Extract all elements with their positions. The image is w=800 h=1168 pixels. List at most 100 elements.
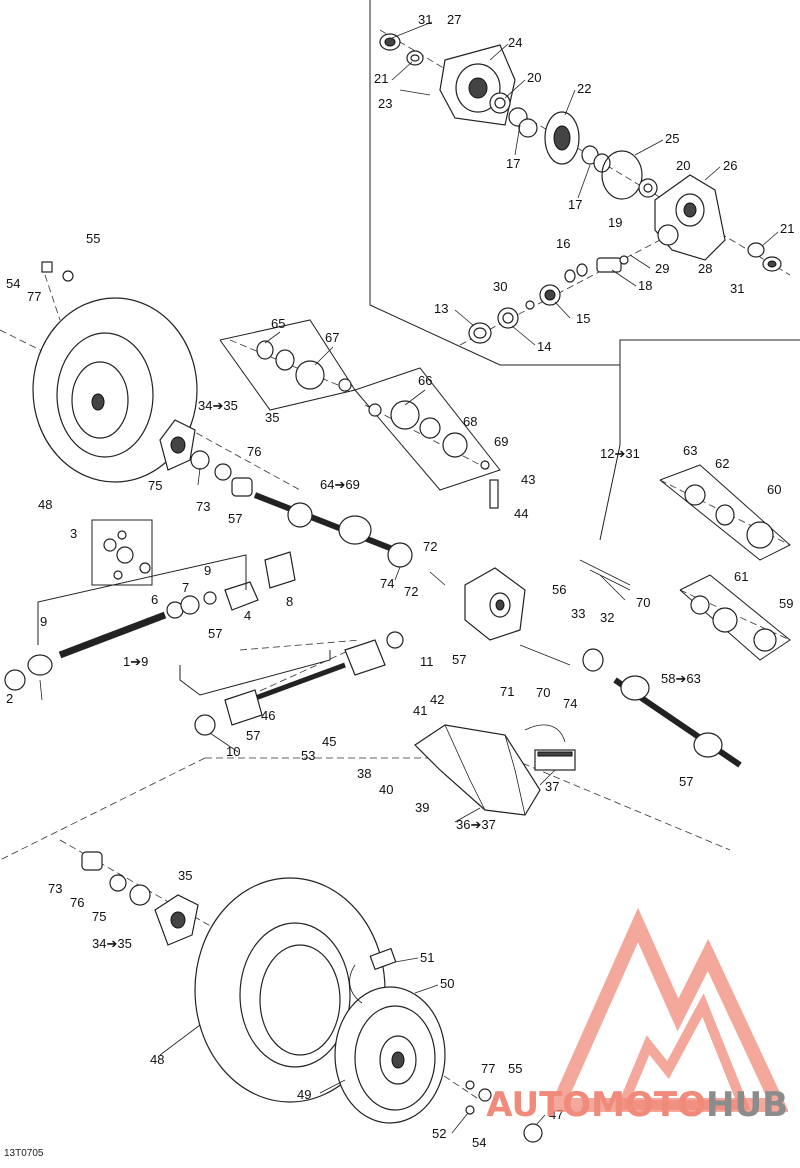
seal-14 (497, 307, 519, 329)
label-71: 71 (500, 684, 514, 699)
label-57-kit: 57 (246, 728, 260, 743)
label-57-right: 57 (679, 774, 693, 789)
bolt-70a-2 (589, 569, 631, 591)
driveshaft-bracket (37, 554, 247, 645)
label-57-gearbox: 57 (452, 652, 466, 667)
upper-hub-ring (190, 450, 232, 481)
label-49: 49 (297, 1087, 311, 1102)
cv-kit-box-upper (219, 319, 501, 491)
label-4: 4 (244, 608, 251, 623)
bearing (406, 50, 424, 66)
label-44: 44 (514, 506, 528, 521)
label-51: 51 (420, 950, 434, 965)
label-22: 22 (577, 81, 591, 96)
ring-30 (525, 300, 535, 310)
pinion-gear (596, 255, 629, 273)
label-39: 39 (415, 800, 429, 815)
label-70: 70 (636, 595, 650, 610)
label-3: 3 (70, 526, 77, 541)
label-8: 8 (286, 594, 293, 609)
label-53: 53 (301, 748, 315, 763)
label-6: 6 (151, 592, 158, 607)
rear-driveshaft (194, 631, 404, 736)
label-18: 18 (638, 278, 652, 293)
label-9: 9 (204, 563, 211, 578)
lower-hub-parts (81, 851, 199, 946)
label-34-35: 34➔35 (198, 398, 238, 413)
label-69: 69 (494, 434, 508, 449)
label-21: 21 (374, 71, 388, 86)
label-21-right: 21 (780, 221, 794, 236)
label-27: 27 (447, 12, 461, 27)
label-33: 33 (571, 606, 585, 621)
label-28: 28 (698, 261, 712, 276)
leader-lines (39, 21, 779, 1134)
label-75-lower: 75 (92, 909, 106, 924)
upper-hub (159, 419, 196, 471)
part-labels: 31 27 24 21 20 23 22 17 25 20 26 17 19 2… (6, 12, 794, 1150)
label-56: 56 (552, 582, 566, 597)
label-65: 65 (271, 316, 285, 331)
label-29: 29 (655, 261, 669, 276)
oil-seal (379, 33, 401, 51)
bearing-15 (539, 284, 561, 306)
drawing-code: 13T0705 (4, 1148, 44, 1159)
o-ring (601, 150, 643, 200)
label-76: 76 (247, 444, 261, 459)
lower-rim (334, 986, 446, 1124)
bolt-70b (519, 644, 571, 666)
shim-lower (581, 145, 611, 173)
label-63: 63 (683, 443, 697, 458)
label-15: 15 (576, 311, 590, 326)
lower-wheel-hardware (465, 1080, 543, 1143)
inset-lead-line-2 (599, 444, 621, 541)
label-60: 60 (767, 482, 781, 497)
label-54-lower: 54 (472, 1135, 486, 1150)
label-35: 35 (265, 410, 279, 425)
label-37: 37 (545, 779, 559, 794)
label-73-lower: 73 (48, 881, 62, 896)
label-25: 25 (665, 131, 679, 146)
seal-74-lower (582, 648, 604, 672)
lower-frame-left (0, 757, 206, 861)
right-cv-parts (684, 484, 777, 652)
label-41: 41 (413, 703, 427, 718)
label-46: 46 (261, 708, 275, 723)
label-38: 38 (357, 766, 371, 781)
label-40: 40 (379, 782, 393, 797)
label-59: 59 (779, 596, 793, 611)
decal-arrow (524, 724, 566, 743)
upper-wheel-tire (32, 297, 198, 483)
label-52: 52 (432, 1126, 446, 1141)
watermark-logo (547, 907, 788, 1112)
label-16: 16 (556, 236, 570, 251)
label-58-63: 58➔63 (661, 671, 701, 686)
label-72: 72 (423, 539, 437, 554)
label-19: 19 (608, 215, 622, 230)
rim-arrow (349, 964, 363, 1004)
label-24: 24 (508, 35, 522, 50)
label-20: 20 (527, 70, 541, 85)
label-76-lower: 76 (70, 895, 84, 910)
shim-16 (564, 263, 588, 283)
ring-gear (544, 111, 580, 165)
label-12-31: 12➔31 (600, 446, 640, 461)
label-17: 17 (506, 156, 520, 171)
label-62: 62 (715, 456, 729, 471)
label-14: 14 (537, 339, 551, 354)
label-57: 57 (228, 511, 242, 526)
watermark-text: AUTOMOTOHUB (486, 1085, 788, 1125)
label-42: 42 (430, 692, 444, 707)
shim-upper (508, 107, 538, 138)
label-54: 54 (6, 276, 20, 291)
skid-plate (414, 724, 541, 816)
driveshaft-bracket-lower (179, 650, 331, 696)
label-70-lower: 70 (536, 685, 550, 700)
differential-inset-frame (369, 0, 800, 366)
label-17-lower: 17 (568, 197, 582, 212)
label-13: 13 (434, 301, 448, 316)
label-77: 77 (27, 289, 41, 304)
label-68: 68 (463, 414, 477, 429)
label-30: 30 (493, 279, 507, 294)
